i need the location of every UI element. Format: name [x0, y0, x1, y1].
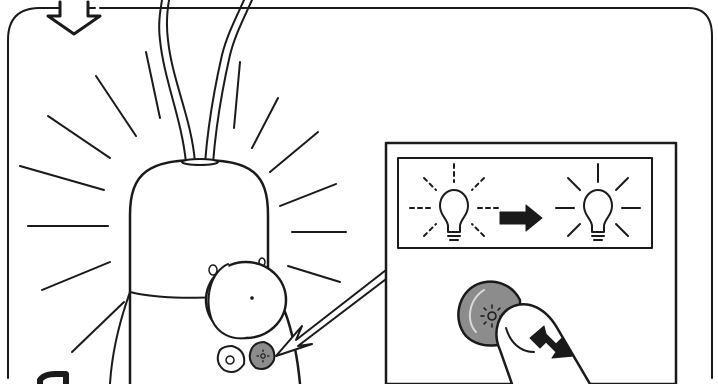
right-arrow-icon	[499, 204, 543, 232]
double-arrow-icon	[529, 325, 575, 359]
next-step-marker	[37, 371, 69, 384]
power-icon	[225, 355, 235, 365]
dial-knob	[204, 260, 288, 340]
light-bulb-dim-icon	[409, 163, 499, 241]
sun-icon	[256, 349, 270, 363]
down-arrow-icon	[46, 0, 102, 36]
light-bulb-bright-icon	[555, 163, 641, 241]
panel-frame	[7, 7, 713, 379]
power-button	[216, 345, 246, 373]
brightness-change-box	[397, 157, 653, 249]
cable	[158, 0, 253, 164]
glow-rays	[19, 51, 347, 353]
callout-arrow	[275, 269, 391, 357]
brightness-button	[248, 341, 276, 370]
